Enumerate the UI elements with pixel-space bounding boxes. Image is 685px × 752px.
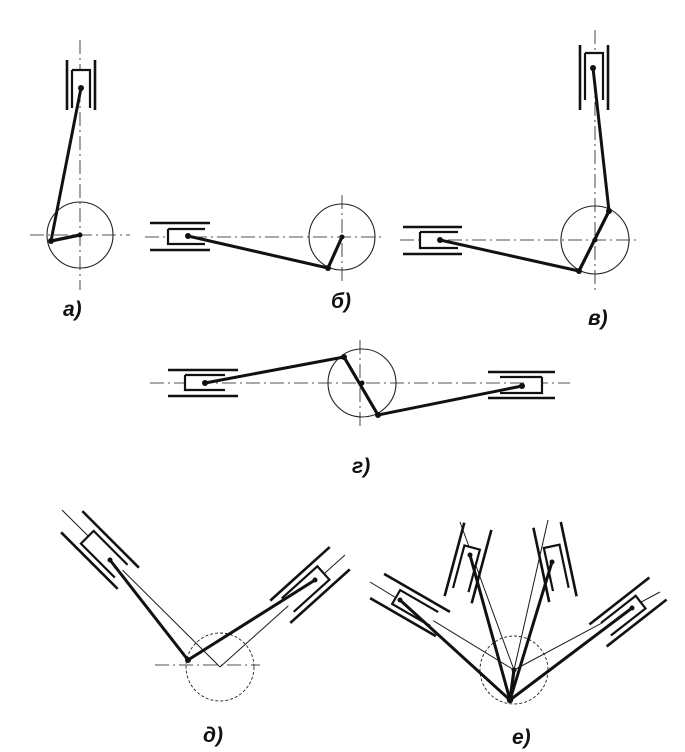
crank-pin-g xyxy=(375,412,381,418)
cylinder-wall-d-left xyxy=(60,531,119,590)
label-e: е) xyxy=(512,726,531,749)
connecting-rod-e-1 xyxy=(398,598,512,702)
crank-center-v xyxy=(592,237,598,243)
piston-pin-e xyxy=(629,605,635,611)
cylinder-axis-e-1 xyxy=(369,581,515,671)
crank-pin-e xyxy=(506,696,514,704)
scheme-b xyxy=(145,195,385,285)
cylinder-wall-d-left xyxy=(81,510,140,569)
label-g: г) xyxy=(352,455,371,478)
label-v: в) xyxy=(588,307,608,330)
crank-center-a xyxy=(77,232,83,238)
piston-pin-e xyxy=(397,597,403,603)
cylinder-wall-e-1 xyxy=(383,572,451,614)
connecting-rod-v-horizontal xyxy=(438,238,581,273)
crank-b xyxy=(326,235,344,270)
piston-pin-d xyxy=(312,577,318,583)
cylinder-e-2 xyxy=(443,522,493,604)
crank-circle-g xyxy=(327,348,397,418)
piston-e-1 xyxy=(390,588,439,627)
label-a: а) xyxy=(63,298,82,321)
piston-pin-b xyxy=(185,233,191,239)
piston-pin-g xyxy=(519,383,525,389)
crank-circle-b xyxy=(308,203,376,271)
cylinder-wall-e-3 xyxy=(559,521,578,597)
crank-g xyxy=(342,355,380,417)
connecting-rod-v-vertical xyxy=(591,66,611,213)
piston-pin-g xyxy=(202,380,208,386)
cylinder-e-1 xyxy=(369,572,451,638)
label-d: д) xyxy=(203,724,223,747)
cylinder-wall-d-right xyxy=(289,568,351,624)
cylinder-wall-e-2 xyxy=(470,529,493,604)
scheme-g xyxy=(150,340,570,428)
crank-center-b xyxy=(339,234,345,240)
piston-pin-v xyxy=(437,237,443,243)
crank-circle-v xyxy=(560,205,630,275)
cylinder-e-3 xyxy=(532,521,578,603)
cylinder-wall-e-3 xyxy=(532,527,551,603)
connecting-rod-d-right xyxy=(186,578,317,662)
connecting-rod-d-left xyxy=(108,558,190,662)
scheme-e xyxy=(369,519,668,705)
piston-pin-a xyxy=(78,85,84,91)
crank-circle-d xyxy=(185,632,255,702)
crank-circle-a xyxy=(46,201,114,269)
crank-center-g xyxy=(359,380,365,386)
cylinder-wall-e-4 xyxy=(605,598,668,648)
crank-pin-b xyxy=(325,265,331,271)
connecting-rod-a xyxy=(49,86,83,243)
crank-center-e xyxy=(511,667,517,673)
scheme-a xyxy=(30,40,130,290)
cylinder-wall-d-right xyxy=(269,546,331,602)
piston-pin-d xyxy=(107,557,113,563)
cylinder-wall-e-4 xyxy=(588,576,651,626)
connecting-rod-b xyxy=(186,234,330,270)
crank-pin-a xyxy=(48,238,54,244)
cylinder-axis-d-left xyxy=(61,509,221,668)
cylinder-axis-d-right xyxy=(219,554,346,668)
piston-d-left xyxy=(79,529,129,579)
cylinder-wall-e-1 xyxy=(369,596,437,638)
scheme-d xyxy=(60,509,351,702)
cylinder-wall-e-2 xyxy=(443,522,466,597)
crank-e xyxy=(508,668,516,702)
scheme-v xyxy=(400,30,640,290)
connecting-rod-e-3 xyxy=(508,560,554,702)
connecting-rod-e-2 xyxy=(468,553,512,702)
crank-a xyxy=(49,233,82,243)
connecting-rod-g-right xyxy=(376,384,524,417)
cylinder-axis-e-3 xyxy=(513,519,549,671)
piston-pin-v xyxy=(590,65,596,71)
piston-e-3 xyxy=(542,543,570,592)
crank-pin-d xyxy=(185,657,191,663)
connecting-rod-e-4 xyxy=(508,606,634,702)
piston-d-right xyxy=(280,564,331,613)
crank-pin-g xyxy=(341,354,347,360)
piston-pin-e xyxy=(467,552,473,558)
crank-pin-v xyxy=(576,268,582,274)
connecting-rod-g-left xyxy=(203,355,346,385)
cylinder-d-right xyxy=(269,546,351,624)
piston-pin-e xyxy=(549,559,555,565)
cylinder-d-left xyxy=(60,510,140,590)
label-b: б) xyxy=(331,290,351,313)
crank-pin-v xyxy=(606,208,612,214)
